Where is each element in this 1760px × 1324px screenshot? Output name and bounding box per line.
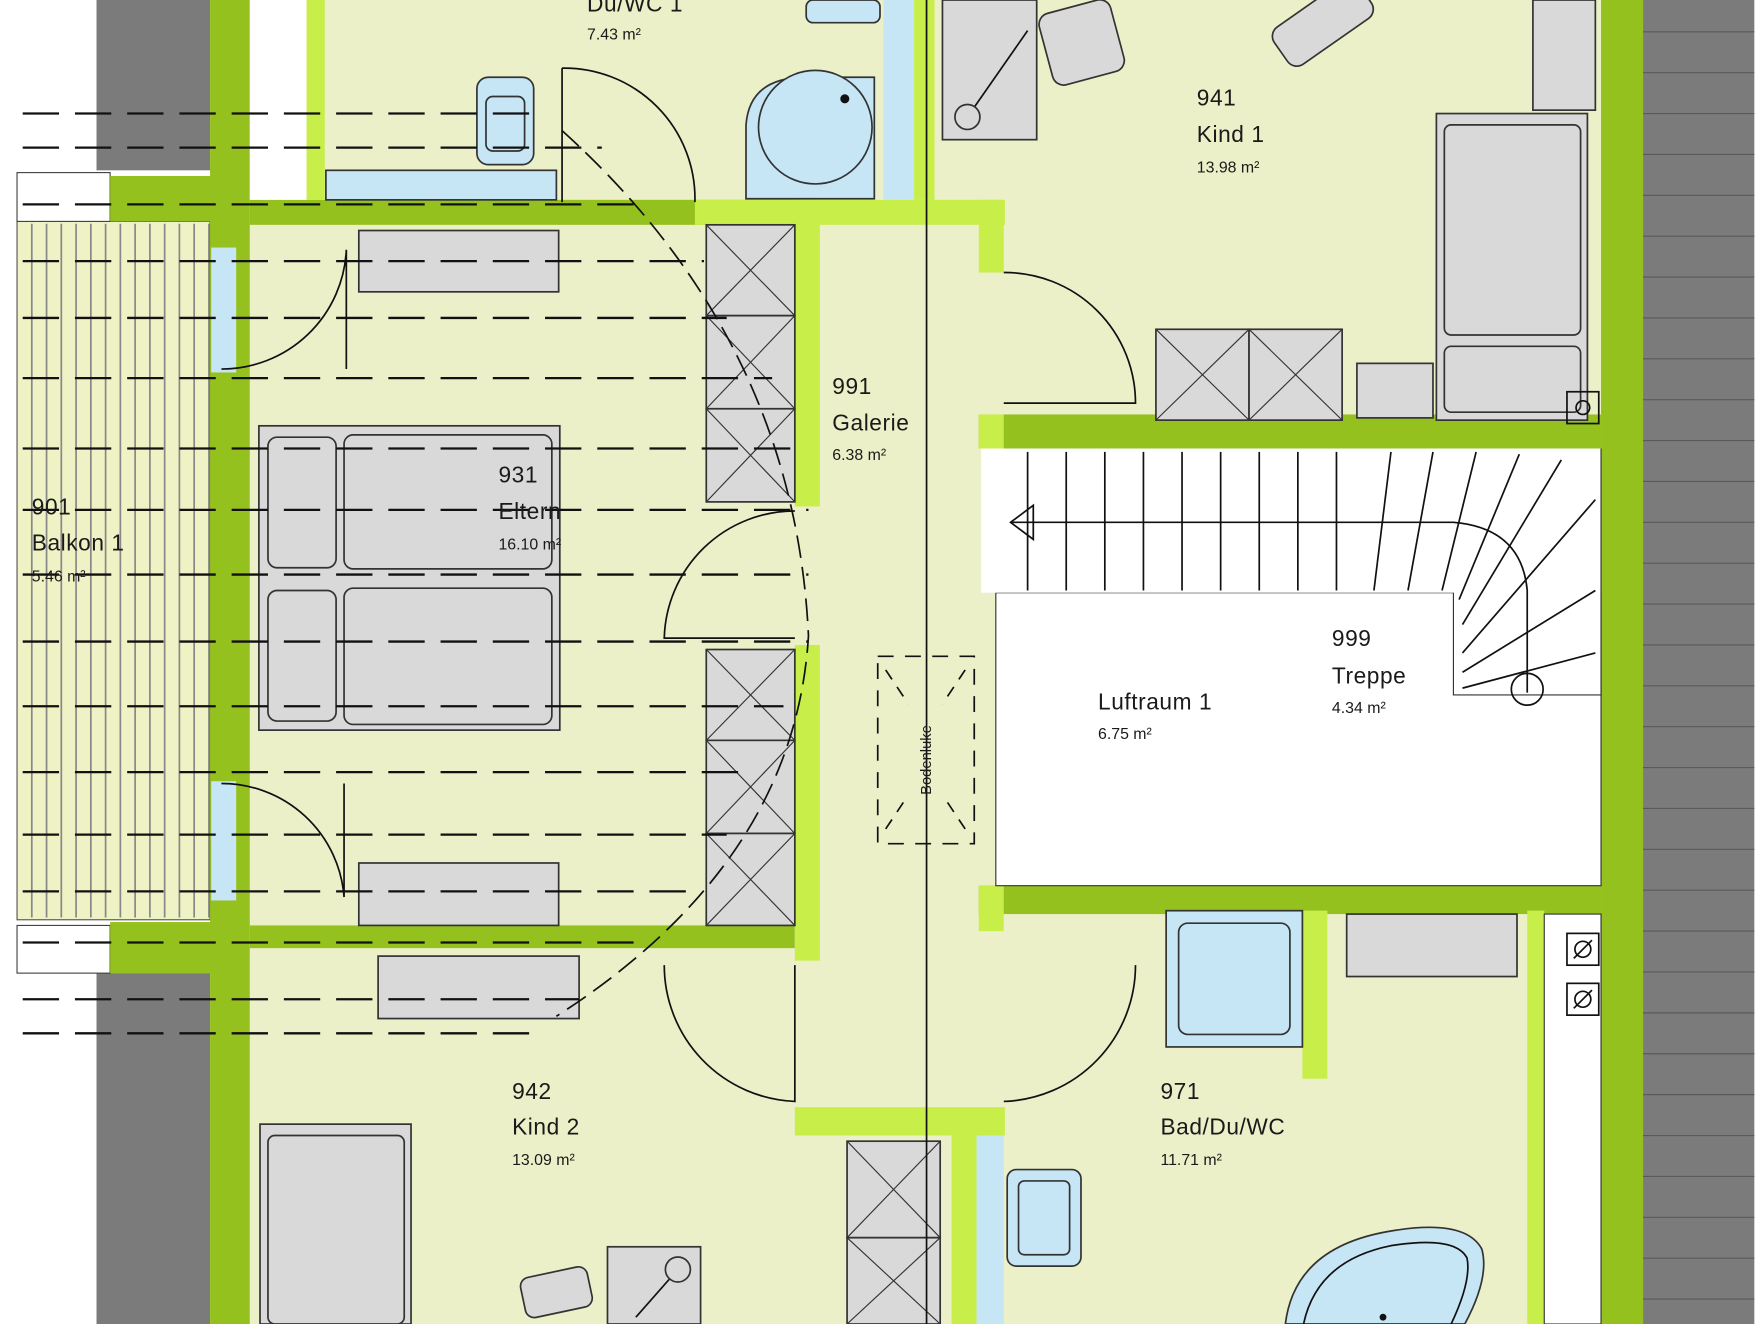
svg-text:6.75 m²: 6.75 m² xyxy=(1098,726,1152,743)
room-label-balkon-1: 901 Balkon 1 5.46 m² xyxy=(32,493,125,585)
stair-step xyxy=(1462,589,1596,673)
white-strip xyxy=(249,0,307,200)
wardrobe-cross xyxy=(1248,328,1343,421)
desk xyxy=(377,955,580,1020)
wardrobe-cross xyxy=(846,1237,941,1324)
svg-text:7.43 m²: 7.43 m² xyxy=(587,27,641,44)
svg-text:13.98 m²: 13.98 m² xyxy=(1197,160,1260,177)
room-label-kind-1: 941 Kind 1 13.98 m² xyxy=(1197,85,1265,177)
bathtub-inner xyxy=(1302,1241,1469,1324)
sanitary xyxy=(325,0,1600,1324)
desk-kind2 xyxy=(606,1245,702,1324)
roof-slope-lines xyxy=(22,112,809,1035)
svg-text:11.71 m²: 11.71 m² xyxy=(1160,1152,1221,1169)
svg-text:991: 991 xyxy=(832,373,872,399)
stair-step xyxy=(1441,451,1477,591)
outer-walls xyxy=(110,0,1644,1324)
svg-text:999: 999 xyxy=(1332,625,1372,651)
svg-text:971: 971 xyxy=(1160,1078,1200,1104)
wardrobes xyxy=(705,223,1343,1324)
staircase xyxy=(981,448,1602,707)
balcony-decking xyxy=(16,220,211,921)
stair-step xyxy=(1373,451,1392,591)
desk xyxy=(357,862,560,927)
chair-kind2 xyxy=(519,1265,594,1319)
svg-text:901: 901 xyxy=(32,493,72,519)
svg-text:931: 931 xyxy=(498,462,538,488)
door-swings xyxy=(221,67,1137,1103)
room-label-kind-2: 942 Kind 2 13.09 m² xyxy=(512,1078,580,1169)
stair-step xyxy=(1462,652,1596,689)
wardrobe-cross xyxy=(705,649,796,741)
svg-text:Treppe: Treppe xyxy=(1332,663,1406,689)
room-label-galerie: 991 Galerie 6.38 m² xyxy=(832,373,909,464)
svg-text:Luftraum 1: Luftraum 1 xyxy=(1098,689,1212,715)
stair-step xyxy=(1461,499,1596,654)
wardrobe-cross xyxy=(705,315,796,410)
svg-text:Eltern: Eltern xyxy=(498,498,561,524)
roof-right xyxy=(1643,0,1755,1324)
wall xyxy=(306,0,325,200)
inner-walls xyxy=(694,0,1545,1324)
stair-step xyxy=(1461,459,1563,625)
balcony-doors xyxy=(211,247,237,901)
furniture xyxy=(258,0,1597,1324)
stair-step xyxy=(1458,453,1521,600)
wardrobe-cross xyxy=(705,833,796,926)
stair-step xyxy=(1407,451,1434,591)
wall-installation xyxy=(976,1135,1004,1324)
svg-text:13.09 m²: 13.09 m² xyxy=(512,1152,575,1169)
attic-hatch: Bodenluke xyxy=(876,655,976,845)
svg-text:Du/WC 1: Du/WC 1 xyxy=(587,0,683,16)
svg-text:Kind 1: Kind 1 xyxy=(1197,121,1265,147)
roof-left xyxy=(96,0,211,1324)
svg-text:Galerie: Galerie xyxy=(832,409,909,435)
balcony-edge-bottom xyxy=(16,924,111,974)
wall-installation xyxy=(883,0,915,200)
svg-text:941: 941 xyxy=(1197,85,1237,111)
balcony-edge-top xyxy=(16,172,111,222)
shaft xyxy=(1543,913,1602,1324)
room-label-du-wc-1: Du/WC 1 7.43 m² xyxy=(587,0,683,44)
svg-text:Balkon 1: Balkon 1 xyxy=(32,530,125,556)
wardrobe-cross xyxy=(705,408,796,503)
room-label-treppe: 999 Treppe 4.34 m² xyxy=(1332,625,1406,717)
room-label-luftraum-1: Luftraum 1 6.75 m² xyxy=(1098,689,1212,744)
svg-text:Kind 2: Kind 2 xyxy=(512,1113,580,1139)
svg-text:5.46 m²: 5.46 m² xyxy=(32,568,86,585)
svg-text:6.38 m²: 6.38 m² xyxy=(832,447,886,464)
svg-text:4.34 m²: 4.34 m² xyxy=(1332,700,1386,717)
hatch-label: Bodenluke xyxy=(919,725,935,795)
wardrobe-cross xyxy=(705,739,796,834)
svg-text:942: 942 xyxy=(512,1078,552,1104)
wardrobe-cross xyxy=(705,224,796,317)
bathtub xyxy=(1284,1226,1485,1324)
svg-text:16.10 m²: 16.10 m² xyxy=(498,537,561,554)
wardrobe-cross xyxy=(846,1140,941,1239)
room-label-eltern: 931 Eltern 16.10 m² xyxy=(498,462,561,554)
wardrobe-cross xyxy=(1155,328,1250,421)
svg-text:Bad/Du/WC: Bad/Du/WC xyxy=(1160,1113,1285,1139)
room-label-bad-du-wc: 971 Bad/Du/WC 11.71 m² xyxy=(1160,1078,1285,1169)
